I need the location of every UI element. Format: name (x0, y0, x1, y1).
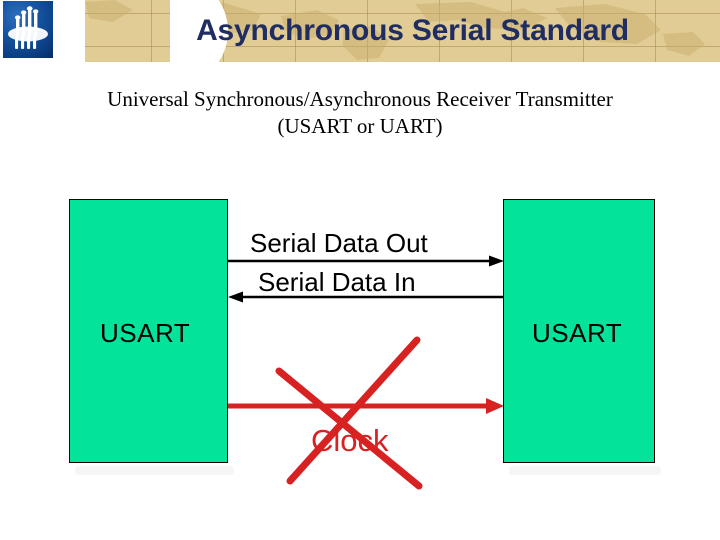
signal-arrow-serial-data-in (228, 291, 503, 303)
clock-cross-out-mark (275, 336, 423, 490)
university-logo (3, 1, 53, 58)
signal-label-serial-data-out: Serial Data Out (250, 228, 428, 258)
signal-arrow-serial-data-out (228, 255, 504, 267)
page-title: Asynchronous Serial Standard (196, 14, 629, 47)
subtitle-line-2: (USART or UART) (277, 114, 443, 138)
header-banner (85, 0, 720, 62)
subtitle-block: Universal Synchronous/Asynchronous Recei… (40, 86, 680, 140)
usart-box-left-label: USART (100, 318, 191, 348)
banner-left-notch (170, 0, 228, 62)
signal-label-serial-data-in: Serial Data In (258, 267, 416, 297)
usart-box-right (503, 199, 655, 463)
subtitle-line-1: Universal Synchronous/Asynchronous Recei… (107, 87, 613, 111)
usart-box-left (69, 199, 228, 463)
signal-label-clock: Clock (311, 423, 389, 458)
usart-box-right-label: USART (532, 318, 623, 348)
